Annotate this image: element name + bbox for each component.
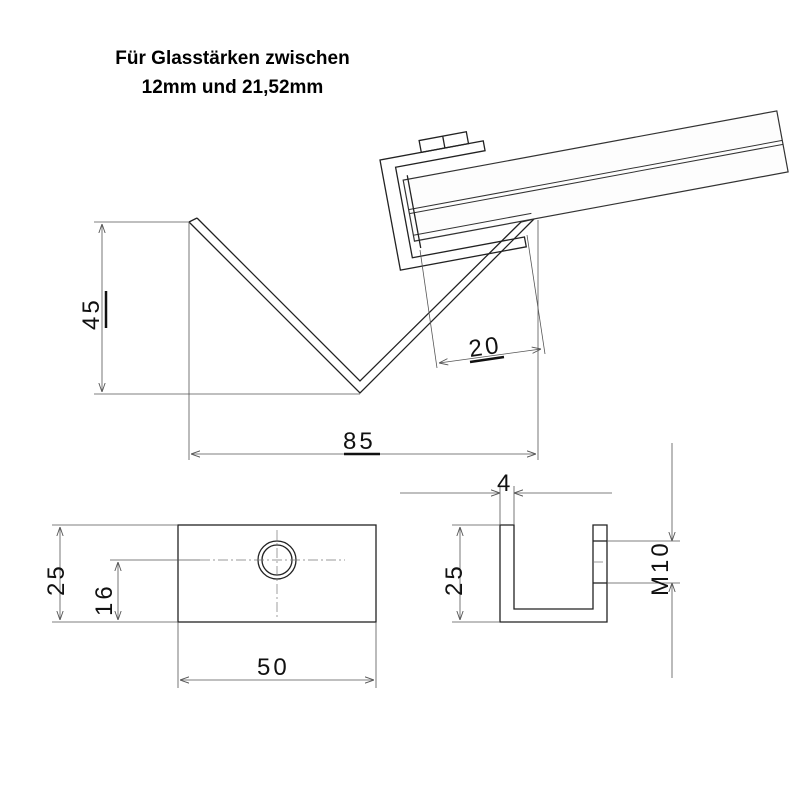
- v-bracket-side-view: 45 85 20: [78, 110, 789, 460]
- v-profile-inner: [196, 217, 522, 382]
- dim-label-85: 85: [343, 428, 376, 455]
- v-profile-left-cap: [188, 217, 198, 223]
- ext-line-20-right: [526, 234, 546, 355]
- title-line-1: Für Glasstärken zwischen: [115, 48, 350, 69]
- title-line-2: 12mm und 21,52mm: [141, 77, 324, 98]
- glass-clamp: [379, 131, 528, 271]
- glass-panel: [402, 110, 789, 242]
- front-view: 25 16 50: [43, 524, 377, 688]
- glass-interlayer-2: [409, 143, 784, 215]
- clamp-inner-line: [406, 175, 422, 249]
- glass-outline: [402, 110, 789, 242]
- dim-label-m10: M10: [647, 540, 674, 596]
- glass-bottom-line: [413, 212, 532, 236]
- dim-label-25-front: 25: [43, 563, 70, 596]
- dim-label-25-side: 25: [441, 563, 468, 596]
- dim-label-16: 16: [91, 583, 118, 616]
- clamp-profile: [379, 140, 528, 271]
- dim-label-45: 45: [78, 297, 105, 330]
- u-profile: [499, 524, 608, 623]
- dim-label-4: 4: [497, 470, 513, 497]
- ext-line-20-left: [419, 249, 438, 369]
- dim-20-underline: [469, 355, 505, 364]
- u-profile-view: 4 25 M10: [400, 443, 680, 678]
- clamp-screw-mark: [442, 136, 446, 149]
- front-plate: [177, 524, 377, 623]
- v-profile-outer: [188, 218, 535, 394]
- glass-interlayer-1: [408, 139, 783, 211]
- dim-label-50: 50: [257, 654, 290, 681]
- drawing-title: Für Glasstärken zwischen 12mm und 21,52m…: [60, 44, 405, 102]
- dim-line-20: [439, 349, 541, 363]
